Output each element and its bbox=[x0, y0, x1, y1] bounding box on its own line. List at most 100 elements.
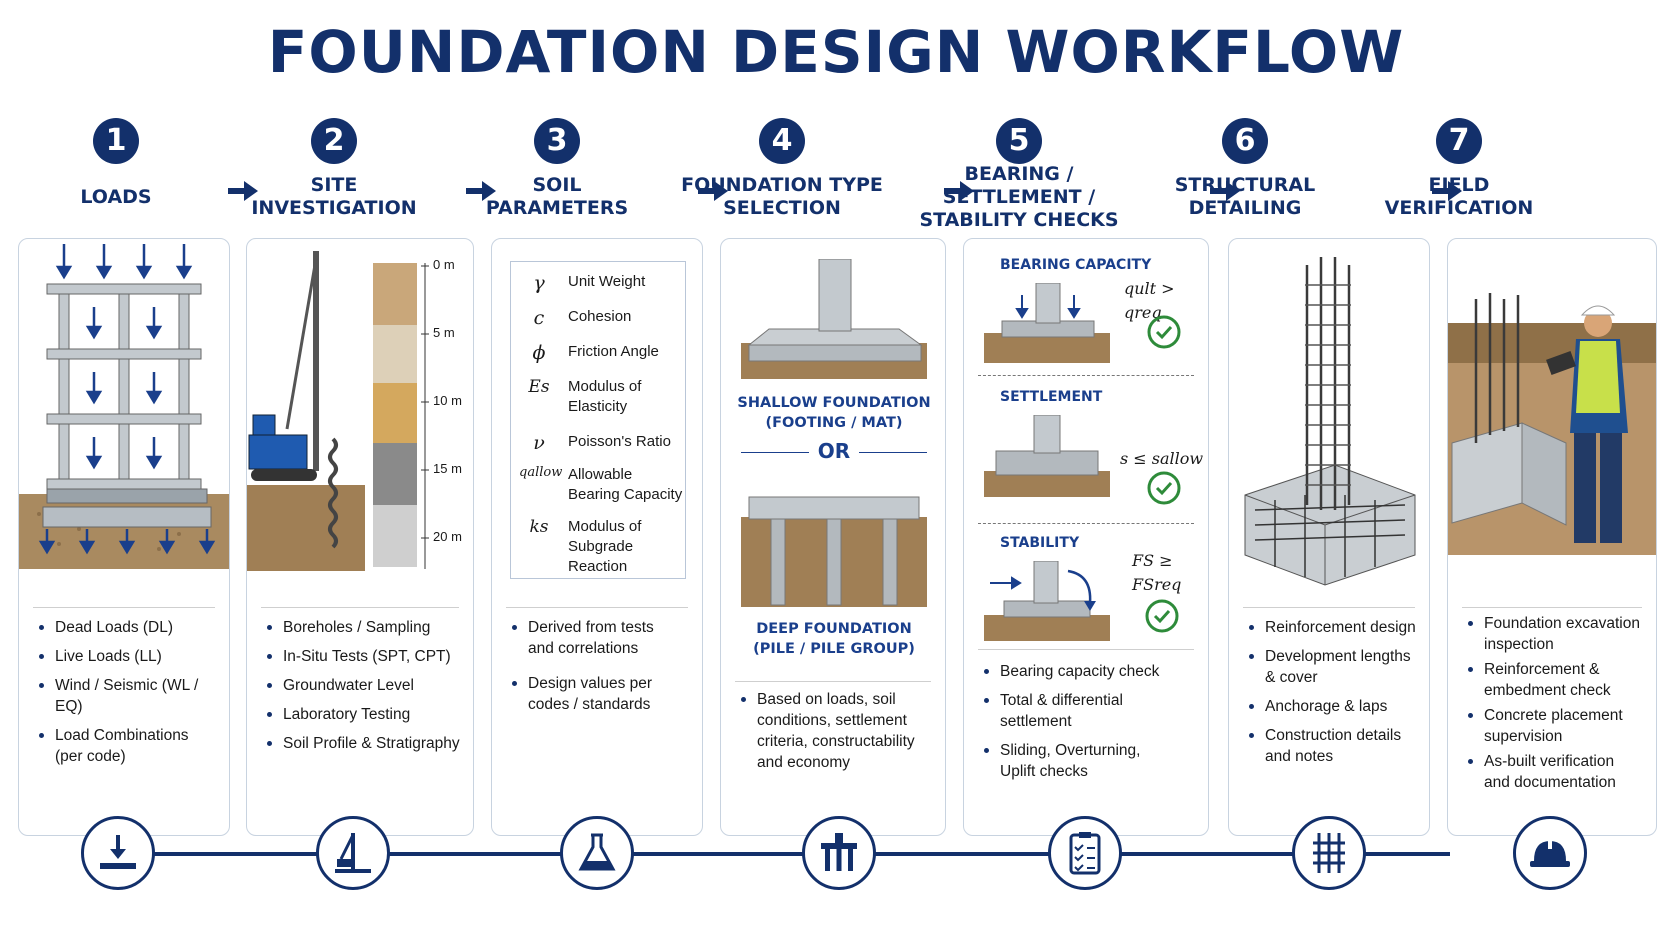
parameter-symbol: ν bbox=[533, 432, 545, 454]
step-header-6: 6 STRUCTURAL DETAILING bbox=[1125, 118, 1365, 220]
step-title: SITE INVESTIGATION bbox=[251, 174, 417, 219]
parameter-label: Unit Weight bbox=[568, 273, 646, 290]
card-checks: BEARING CAPACITY qult > qreq SETTLEMENT … bbox=[963, 238, 1209, 836]
bearing-capacity-illustration bbox=[984, 283, 1110, 363]
flow-arrow-icon bbox=[1432, 181, 1462, 201]
shallow-footing-illustration bbox=[741, 259, 927, 379]
step-number: 6 bbox=[1222, 118, 1268, 164]
check-icon bbox=[1147, 471, 1181, 505]
step-header-3: 3 SOIL PARAMETERS bbox=[437, 118, 677, 220]
list-item: Live Loads (LL) bbox=[37, 646, 219, 667]
step-header-5: 5 BEARING / SETTLEMENT / STABILITY CHECK… bbox=[899, 118, 1139, 231]
list-item: In-Situ Tests (SPT, CPT) bbox=[265, 646, 463, 667]
list-item: Derived from tests and correlations bbox=[510, 617, 692, 659]
list-item: Wind / Seismic (WL / EQ) bbox=[37, 675, 219, 717]
card-structural-detailing: Reinforcement design Development lengths… bbox=[1228, 238, 1430, 836]
parameter-label: Friction Angle bbox=[568, 343, 659, 360]
step-number: 5 bbox=[996, 118, 1042, 164]
drill-rig-illustration bbox=[247, 251, 429, 571]
list-item: Groundwater Level bbox=[265, 675, 463, 696]
list-item: Construction details and notes bbox=[1247, 725, 1419, 767]
parameter-symbol: ϕ bbox=[532, 342, 546, 364]
flow-arrow-icon bbox=[944, 181, 974, 201]
step-number: 1 bbox=[93, 118, 139, 164]
flow-arrow-icon bbox=[228, 181, 258, 201]
card-site-investigation: 0 m 5 m 10 m 15 m 20 m Boreholes / Sampl… bbox=[246, 238, 474, 836]
parameter-label: Allowable Bearing Capacity bbox=[568, 466, 683, 503]
list-item: Total & differential settlement bbox=[982, 690, 1198, 732]
bearing-formula: qult > qreq bbox=[1124, 279, 1175, 322]
list-item: Load Combinations (per code) bbox=[37, 725, 219, 767]
depth-label: 20 m bbox=[433, 529, 462, 544]
soil-bullet-list: Derived from tests and correlations Desi… bbox=[510, 617, 692, 723]
divider bbox=[33, 607, 215, 608]
stability-illustration bbox=[984, 561, 1110, 641]
depth-label: 15 m bbox=[433, 461, 462, 476]
checks-bullet-list: Bearing capacity check Total & different… bbox=[982, 661, 1198, 790]
divider bbox=[261, 607, 459, 608]
parameter-label: Cohesion bbox=[568, 308, 632, 325]
step-title: SOIL PARAMETERS bbox=[485, 174, 629, 219]
timeline-node-7 bbox=[1513, 816, 1587, 890]
check-icon bbox=[1145, 599, 1179, 633]
step-header-4: 4 FOUNDATION TYPE SELECTION bbox=[662, 118, 902, 220]
list-item: Soil Profile & Stratigraphy bbox=[265, 733, 463, 754]
timeline-line bbox=[110, 852, 1450, 856]
checklist-clipboard-icon bbox=[1069, 832, 1101, 875]
divider bbox=[735, 681, 931, 682]
divider bbox=[506, 607, 688, 608]
divider bbox=[1243, 607, 1415, 608]
settlement-formula: s ≤ sallow bbox=[1120, 449, 1204, 468]
lab-flask-icon bbox=[578, 833, 616, 871]
depth-label: 10 m bbox=[433, 393, 462, 408]
parameter-symbol: ks bbox=[529, 517, 549, 537]
hard-hat-icon bbox=[1530, 839, 1570, 867]
deep-foundation-label: DEEP FOUNDATION (PILE / PILE GROUP) bbox=[753, 621, 915, 657]
field-inspection-illustration bbox=[1448, 293, 1656, 555]
list-item: Laboratory Testing bbox=[265, 704, 463, 725]
list-item: Dead Loads (DL) bbox=[37, 617, 219, 638]
timeline-node-1 bbox=[81, 816, 155, 890]
parameter-label: Modulus of Subgrade Reaction bbox=[568, 518, 642, 575]
list-item: Reinforcement design bbox=[1247, 617, 1419, 638]
card-field-verification: Foundation excavation inspection Reinfor… bbox=[1447, 238, 1657, 836]
step-number: 7 bbox=[1436, 118, 1482, 164]
step-title: BEARING / SETTLEMENT / STABILITY CHECKS bbox=[919, 162, 1119, 231]
list-item: Concrete placement supervision bbox=[1466, 705, 1646, 747]
stability-formula: FS ≥ FSreq bbox=[1132, 551, 1182, 594]
frame-building-illustration bbox=[19, 244, 229, 569]
flow-arrow-icon bbox=[466, 181, 496, 201]
card-loads: Dead Loads (DL) Live Loads (LL) Wind / S… bbox=[18, 238, 230, 836]
timeline-node-4 bbox=[802, 816, 876, 890]
step-number: 4 bbox=[759, 118, 805, 164]
list-item: Based on loads, soil conditions, settlem… bbox=[739, 689, 935, 773]
field-bullet-list: Foundation excavation inspection Reinfor… bbox=[1466, 613, 1646, 801]
loads-bullet-list: Dead Loads (DL) Live Loads (LL) Wind / S… bbox=[37, 617, 219, 775]
timeline-node-5 bbox=[1048, 816, 1122, 890]
divider bbox=[978, 649, 1194, 650]
parameter-symbol: γ bbox=[533, 272, 545, 294]
divider bbox=[978, 523, 1194, 524]
card-foundation-type: SHALLOW FOUNDATION (FOOTING / MAT) OR DE… bbox=[720, 238, 946, 836]
list-item: Anchorage & laps bbox=[1247, 696, 1419, 717]
list-item: Boreholes / Sampling bbox=[265, 617, 463, 638]
list-item: Bearing capacity check bbox=[982, 661, 1198, 682]
rebar-cage-illustration bbox=[1244, 257, 1416, 586]
step-title: STRUCTURAL DETAILING bbox=[1174, 174, 1316, 219]
timeline-node-6 bbox=[1292, 816, 1366, 890]
depth-label: 0 m bbox=[433, 257, 455, 272]
depth-label: 5 m bbox=[433, 325, 455, 340]
parameter-symbol: c bbox=[533, 307, 545, 329]
parameter-label: Modulus of Elasticity bbox=[568, 378, 642, 415]
list-item: As-built verification and documentation bbox=[1466, 751, 1646, 793]
settlement-title: SETTLEMENT bbox=[1000, 389, 1103, 405]
settlement-illustration bbox=[984, 415, 1110, 497]
parameter-label: Poisson's Ratio bbox=[568, 433, 671, 450]
flow-arrow-icon bbox=[1210, 181, 1240, 201]
list-item: Development lengths & cover bbox=[1247, 646, 1419, 688]
site-bullet-list: Boreholes / Sampling In-Situ Tests (SPT,… bbox=[265, 617, 463, 762]
divider bbox=[978, 375, 1194, 376]
rebar-cage-icon bbox=[1313, 833, 1345, 873]
